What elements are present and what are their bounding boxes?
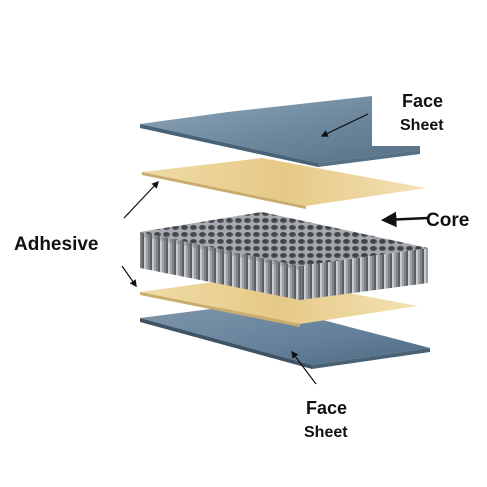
- label-adhesive: Adhesive: [14, 234, 98, 255]
- top-adhesive-layer: [142, 158, 426, 209]
- arrow-top-face-sheet: [320, 113, 369, 137]
- arrow-adhesive-bottom: [121, 265, 137, 288]
- label-face-sheet-top-line2: Sheet: [400, 117, 444, 134]
- honeycomb-core: [140, 212, 428, 300]
- label-core: Core: [426, 210, 469, 231]
- label-face-sheet-bottom-line2: Sheet: [304, 424, 348, 441]
- arrow-adhesive-top: [123, 180, 159, 219]
- arrow-bottom-face-sheet: [291, 350, 317, 385]
- label-face-sheet-bottom-line1: Face: [306, 398, 347, 418]
- bottom-face-sheet: [140, 303, 430, 369]
- arrow-core: [380, 211, 429, 228]
- bottom-adhesive-layer: [140, 276, 418, 327]
- top-face-sheet: [140, 96, 420, 167]
- label-face-sheet-top-line1: Face: [402, 91, 443, 111]
- label-arrows: [121, 113, 429, 385]
